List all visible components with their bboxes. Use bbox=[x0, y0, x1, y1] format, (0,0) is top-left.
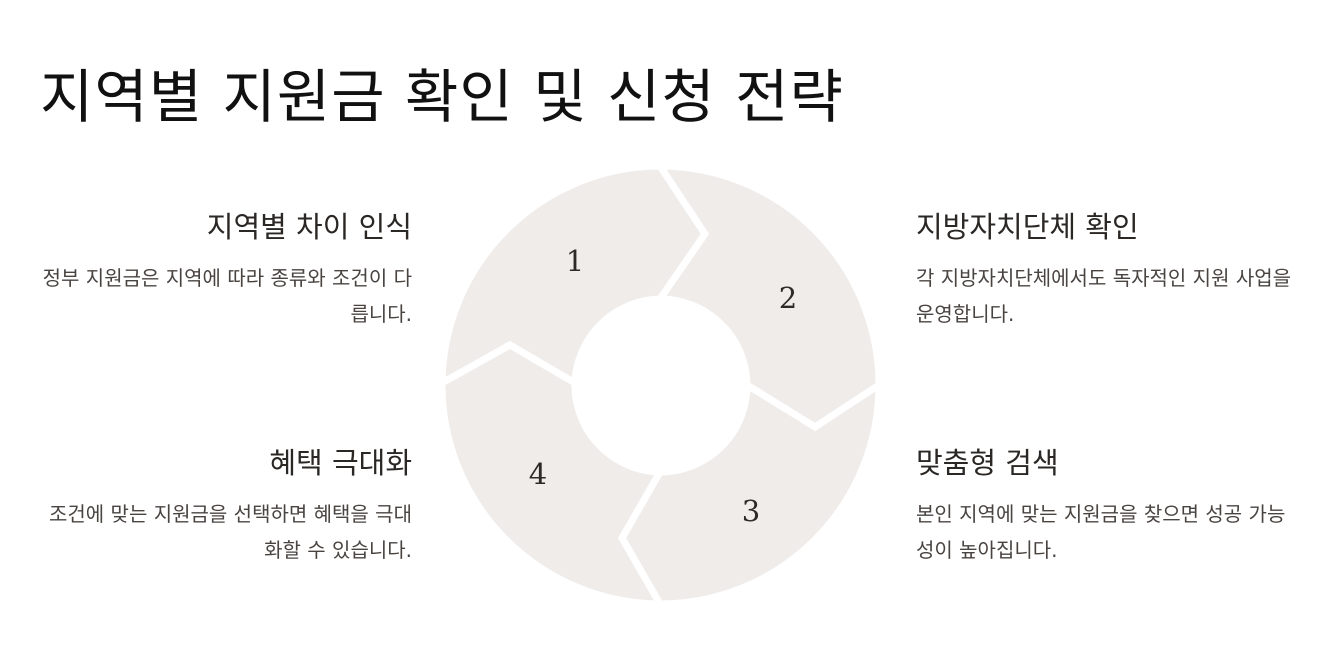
step-1-title: 지역별 차이 인식 bbox=[206, 210, 412, 244]
cycle-number-1: 1 bbox=[566, 244, 584, 278]
step-2-title: 지방자치단체 확인 bbox=[916, 210, 1139, 244]
step-3-title: 맞춤형 검색 bbox=[916, 446, 1059, 480]
step-2: 지방자치단체 확인 각 지방자치단체에서도 독자적인 지원 사업을 운영합니다. bbox=[916, 204, 1296, 332]
step-3-description: 본인 지역에 맞는 지원금을 찾으면 성공 가능성이 높아집니다. bbox=[916, 502, 1286, 562]
step-1-description: 정부 지원금은 지역에 따라 종류와 조건이 다릅니다. bbox=[42, 266, 412, 326]
step-1: 지역별 차이 인식 정부 지원금은 지역에 따라 종류와 조건이 다릅니다. bbox=[32, 204, 412, 332]
step-3: 맞춤형 검색 본인 지역에 맞는 지원금을 찾으면 성공 가능성이 높아집니다. bbox=[916, 440, 1296, 568]
step-4-description: 조건에 맞는 지원금을 선택하면 혜택을 극대화할 수 있습니다. bbox=[49, 502, 412, 562]
cycle-number-4: 4 bbox=[529, 457, 547, 491]
cycle-number-2: 2 bbox=[779, 281, 797, 315]
cycle-segment-1 bbox=[438, 162, 710, 389]
step-2-description: 각 지방자치단체에서도 독자적인 지원 사업을 운영합니다. bbox=[916, 266, 1292, 326]
step-4-title: 혜택 극대화 bbox=[269, 446, 412, 480]
cycle-segment-3 bbox=[617, 378, 883, 608]
cycle-segment-2 bbox=[653, 162, 883, 432]
cycle-segment-4 bbox=[438, 340, 667, 608]
page-title: 지역별 지원금 확인 및 신청 전략 bbox=[40, 63, 844, 131]
cycle-number-3: 3 bbox=[742, 494, 760, 528]
step-4: 혜택 극대화 조건에 맞는 지원금을 선택하면 혜택을 극대화할 수 있습니다. bbox=[32, 440, 412, 568]
